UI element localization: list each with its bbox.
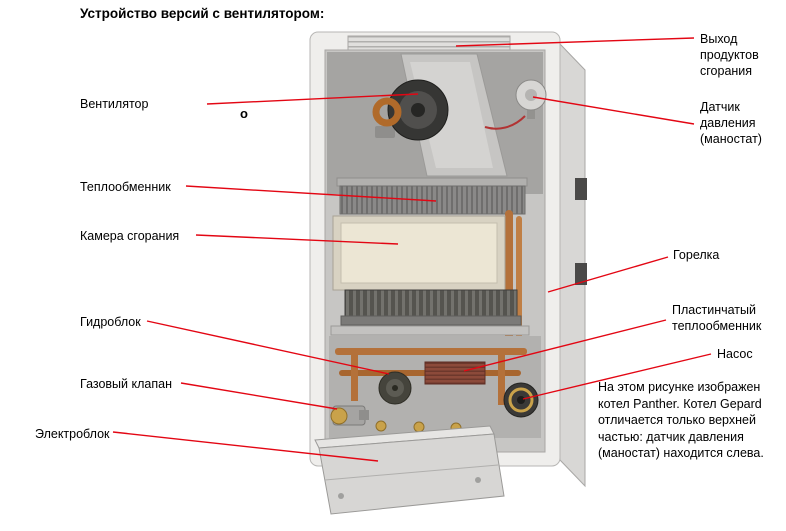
label-plate-heat-exchanger: Пластинчатый теплообменник	[672, 303, 762, 333]
combustion-chamber-part	[332, 215, 506, 291]
exhaust-vent	[347, 35, 511, 51]
label-pump: Насос	[717, 347, 753, 361]
boiler-illustration	[309, 31, 587, 515]
label-exhaust-outlet: Выход продуктов сгорания	[700, 32, 759, 78]
label-gas-valve: Газовый клапан	[80, 377, 172, 391]
label-heat-exchanger: Теплообменник	[80, 180, 171, 194]
label-pressure-sensor: Датчик давления (маностат)	[700, 100, 762, 146]
label-hydro-block: Гидроблок	[80, 315, 141, 329]
burner-part	[330, 289, 530, 336]
note-panther-gepard: На этом рисунке изображен котел Panther.…	[598, 380, 764, 460]
label-burner: Горелка	[673, 248, 720, 262]
hydraulic-unit	[329, 336, 541, 438]
label-combustion-chamber: Камера сгорания	[80, 229, 180, 243]
heat-exchanger-part	[336, 177, 528, 215]
control-box-part	[314, 425, 505, 515]
sensor-wire	[484, 115, 526, 130]
plate-heat-exchanger-part	[424, 361, 486, 385]
upper-chamber	[327, 52, 543, 194]
o-marker: о	[240, 106, 248, 121]
label-electric-block: Электроблок	[35, 427, 110, 441]
page-title: Устройство версий с вентилятором:	[80, 6, 325, 21]
label-fan: Вентилятор	[80, 97, 149, 111]
